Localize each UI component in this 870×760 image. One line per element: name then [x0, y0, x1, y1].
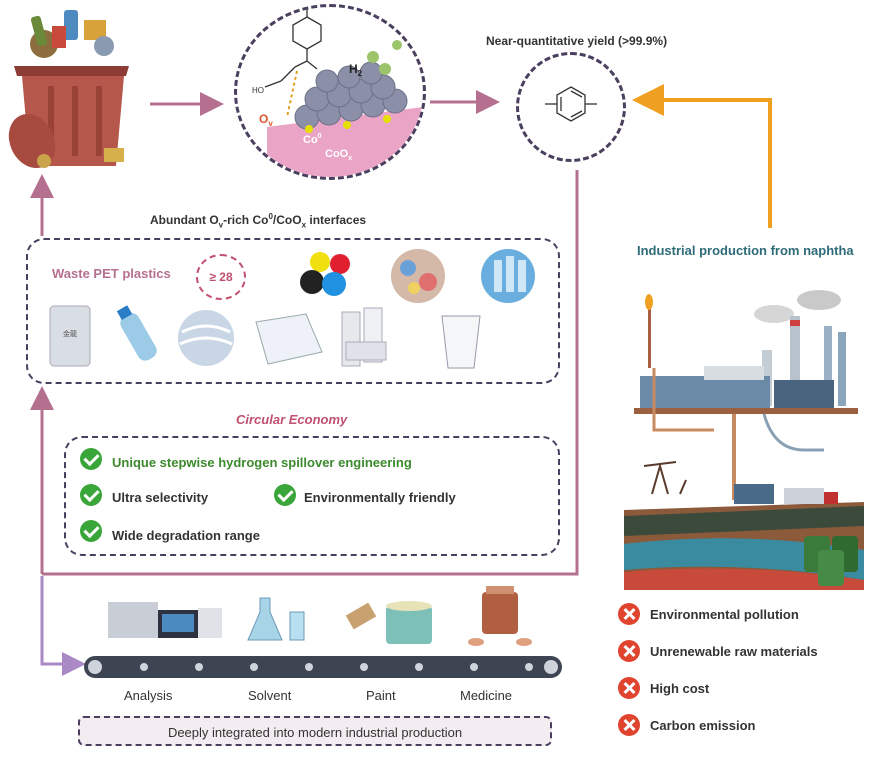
co-label: Co [303, 134, 318, 146]
bottles-icon [481, 249, 535, 303]
pet-products-icons: 金龍 [49, 305, 481, 369]
pet-bag-icon: 金龍 [49, 305, 91, 367]
refinery-illustration [624, 290, 864, 590]
product-circle [516, 52, 626, 162]
svg-text:CoOx: CoOx [325, 148, 352, 162]
app-label-analysis: Analysis [124, 688, 173, 703]
arrow-to-conveyor [40, 576, 86, 676]
catalyst-surface-illustration: HO Ov H2 Co0 CoOx [252, 7, 423, 177]
svg-text:Ov: Ov [259, 112, 273, 128]
cross-icon [618, 640, 640, 662]
pellets-icon [391, 249, 445, 303]
svg-text:金龍: 金龍 [63, 329, 77, 338]
arrow-product-loop [42, 170, 579, 576]
catalyst-circle: HO Ov H2 Co0 CoOx [234, 4, 426, 180]
ho-label: HO [252, 86, 264, 95]
feature-4: Wide degradation range [112, 528, 260, 543]
feature-2: Ultra selectivity [112, 490, 209, 505]
paint-can-icon [345, 601, 432, 644]
ov-label: O [259, 112, 268, 126]
drawback-4: Carbon emission [650, 718, 756, 733]
trash-bin-illustration [8, 10, 129, 169]
arrow-naphtha-to-product [632, 84, 772, 228]
yield-label: Near-quantitative yield (>99.9%) [486, 34, 668, 48]
pet-fiber-icon [178, 310, 234, 366]
circular-economy-label: Circular Economy [236, 412, 348, 427]
pet-film-icon [255, 313, 323, 365]
conveyor-belt [84, 656, 562, 678]
solvent-flasks-icon [247, 597, 305, 641]
check-icon [274, 484, 296, 506]
svg-text:Co0: Co0 [303, 133, 322, 146]
pet-bottle-icon [116, 305, 157, 361]
feature-3: Environmentally friendly [304, 490, 456, 505]
cross-icon [618, 714, 640, 736]
features-box [64, 436, 560, 556]
application-illustrations [108, 586, 532, 646]
pigment-icon [300, 252, 350, 296]
conveyor-rollers [88, 660, 558, 674]
coox-label: CoO [325, 148, 349, 160]
app-label-medicine: Medicine [460, 688, 513, 703]
app-label-solvent: Solvent [248, 688, 292, 703]
cross-icon [618, 677, 640, 699]
check-icon [80, 448, 102, 470]
cross-icon [618, 603, 640, 625]
pet-count-badge: ≥ 28 [196, 254, 246, 300]
medicine-icon [468, 586, 532, 646]
svg-text:H2: H2 [349, 62, 363, 78]
industrial-title: Industrial production from naphtha [637, 243, 854, 258]
pet-material-icons [300, 249, 535, 303]
drawback-2: Unrenewable raw materials [650, 644, 818, 659]
app-label-paint: Paint [366, 688, 396, 703]
pet-box [26, 238, 560, 384]
pet-label: Waste PET plastics [52, 266, 171, 281]
drawback-3: High cost [650, 681, 710, 696]
h2-label: H [349, 62, 358, 76]
pet-cup-icon [441, 315, 481, 369]
analysis-instrument-icon [108, 602, 222, 638]
interface-caption: Abundant Ov-rich Co0/CoOx interfaces [150, 212, 367, 230]
check-icon [80, 520, 102, 542]
bottom-banner: Deeply integrated into modern industrial… [78, 716, 552, 746]
p-xylene-structure [545, 86, 597, 122]
feature-1: Unique stepwise hydrogen spillover engin… [112, 455, 412, 470]
pet-rolls-icon [341, 307, 387, 367]
drawback-1: Environmental pollution [650, 607, 799, 622]
check-icon [80, 484, 102, 506]
oil-barrels [804, 536, 858, 586]
